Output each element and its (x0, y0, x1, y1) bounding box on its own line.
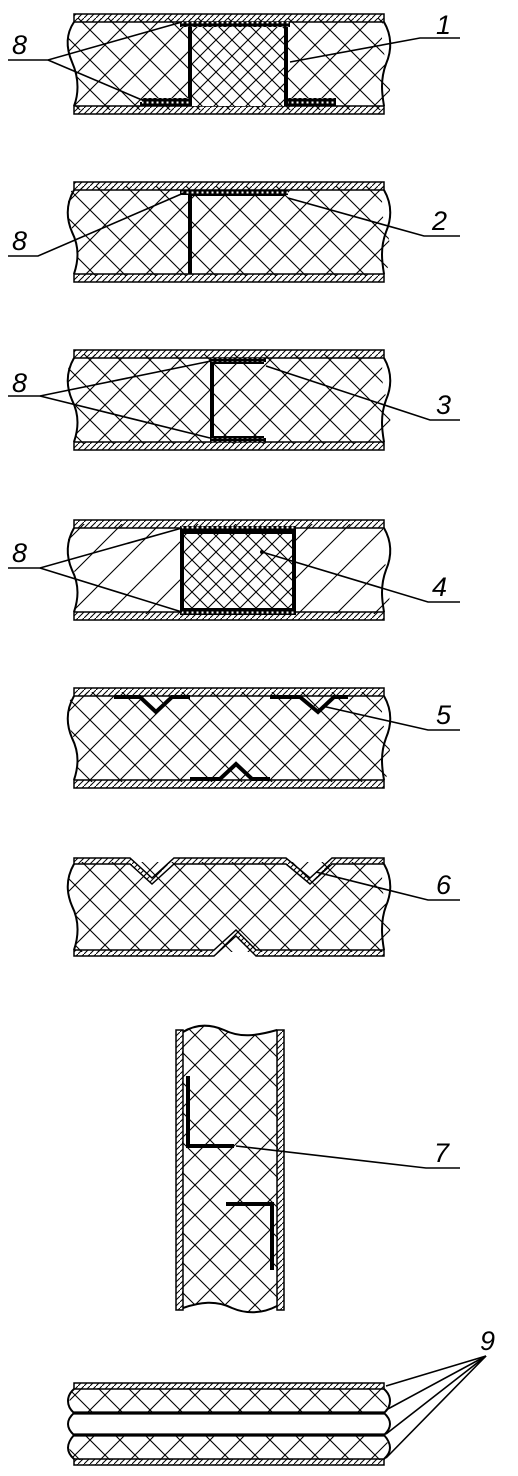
detail-4: 8 4 (8, 519, 460, 621)
detail-2: 8 2 (8, 181, 460, 283)
label-5: 5 (436, 700, 452, 730)
label-8-detail-1: 8 (12, 30, 27, 60)
label-7: 7 (434, 1138, 450, 1168)
detail-3: 8 3 (8, 349, 460, 451)
detail-5: 5 (66, 687, 460, 789)
label-8-detail-4: 8 (12, 538, 27, 568)
label-3: 3 (436, 390, 451, 420)
label-6: 6 (436, 870, 452, 900)
label-2: 2 (431, 206, 447, 236)
detail-7: 7 (175, 1024, 460, 1314)
detail-9: 9 (67, 1326, 495, 1466)
label-9: 9 (480, 1326, 495, 1356)
detail-1: 8 1 (8, 10, 460, 115)
label-4: 4 (432, 572, 447, 602)
label-8-detail-3: 8 (12, 368, 27, 398)
detail-6: 6 (66, 857, 460, 957)
label-1: 1 (436, 10, 451, 40)
label-8-detail-2: 8 (12, 226, 27, 256)
